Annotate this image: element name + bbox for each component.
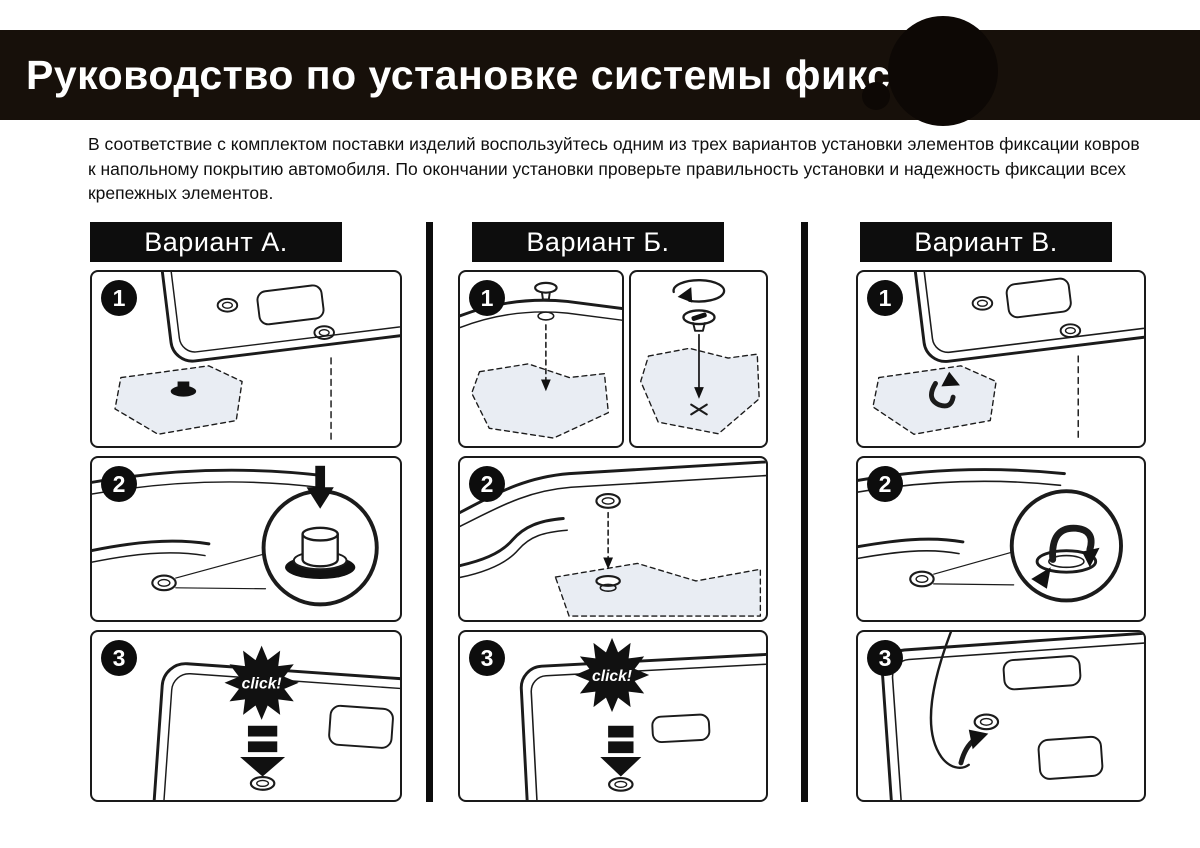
pin-fastener-icon <box>595 575 621 587</box>
hook-icon <box>1049 524 1095 563</box>
click-starburst <box>224 645 299 720</box>
press-arrow-icon <box>315 465 326 490</box>
variant-v-step-3-panel: 3 <box>856 630 1146 802</box>
press-arrow-icon <box>608 725 634 738</box>
magnifier-circle <box>1009 489 1123 603</box>
click-label: click! <box>242 676 282 693</box>
hook-arrow-icon <box>1031 567 1051 589</box>
step-number-badge: 3 <box>469 640 505 676</box>
step-number-badge: 3 <box>101 640 137 676</box>
rotation-arrow-icon <box>672 279 726 303</box>
step-number: 3 <box>112 644 126 671</box>
decorative-circle <box>888 16 998 126</box>
mat-eyelet <box>249 775 276 791</box>
variant-b-step-1-left-panel: 1 <box>458 270 624 448</box>
step-number: 1 <box>112 284 126 311</box>
step-number-badge: 1 <box>867 280 903 316</box>
mat-hole <box>537 311 555 321</box>
page-title: Руководство по установке системы фиксаци… <box>26 52 992 98</box>
x-mark-icon <box>690 403 708 416</box>
intro-text: В соответствие с комплектом поставки изд… <box>88 134 1140 203</box>
mat-eyelet <box>151 574 177 592</box>
step-number: 2 <box>480 470 494 497</box>
variant-v-label: Вариант В. <box>914 226 1058 257</box>
mat-eyelet <box>973 713 1000 731</box>
step-number-badge: 3 <box>867 640 903 676</box>
click-lock-illustration: click! <box>519 637 766 800</box>
mat-eyelet <box>1059 323 1082 338</box>
variant-a-step-1-panel: 1 <box>90 270 402 448</box>
step-number: 3 <box>480 644 494 671</box>
variant-b-step-3-panel: 3 click! <box>458 630 768 802</box>
mat-eyelet <box>608 776 634 792</box>
step-number: 2 <box>878 470 892 497</box>
variant-b-step-1-right-panel <box>629 270 768 448</box>
variant-v-step-1-panel: 1 <box>856 270 1146 448</box>
column-divider <box>801 222 808 802</box>
step-number-badge: 1 <box>101 280 137 316</box>
step-number-badge: 2 <box>867 466 903 502</box>
variant-b-step-2-panel: 2 <box>458 456 768 622</box>
click-lock-illustration: click! <box>151 645 400 800</box>
click-label: click! <box>592 668 632 685</box>
pin-insert-illustration <box>460 281 622 439</box>
step-number: 2 <box>112 470 126 497</box>
step-number-badge: 2 <box>469 466 505 502</box>
mat-edge <box>460 298 622 318</box>
floor-mat <box>154 272 400 363</box>
pin-fastener-icon <box>534 281 558 294</box>
mat-eyelet <box>595 493 621 509</box>
mat-over-hook-illustration <box>872 272 1144 441</box>
align-eyelet-illustration <box>460 460 766 617</box>
screw-rotation-illustration <box>640 279 760 435</box>
mat-eyelet <box>216 297 239 313</box>
strap-wire <box>929 632 970 769</box>
carpet-patch <box>554 562 762 617</box>
carpet-patch <box>471 363 610 439</box>
press-arrow-icon <box>247 725 278 737</box>
variant-a-step-3-panel: 3 click! <box>90 630 402 802</box>
mat-eyelet <box>313 325 335 340</box>
hook-detail-illustration <box>858 468 1123 603</box>
fastener-detail-illustration <box>92 465 379 607</box>
decorative-dot <box>862 82 890 110</box>
mat-eyelet <box>909 570 935 588</box>
floor-mat <box>151 662 400 800</box>
step-number-badge: 1 <box>469 280 505 316</box>
column-divider <box>426 222 433 802</box>
variant-b-label: Вариант Б. <box>526 226 670 257</box>
carpet-patch <box>114 365 243 435</box>
variant-b-header: Вариант Б. <box>472 222 724 262</box>
step-number: 1 <box>480 284 494 311</box>
click-starburst <box>574 637 650 713</box>
fastener-base-icon <box>170 385 197 397</box>
mat-over-carpet-illustration <box>114 272 400 441</box>
step-number: 1 <box>878 284 892 311</box>
floor-mat <box>881 632 1144 800</box>
floor-mat <box>519 651 766 800</box>
floor-mat <box>908 272 1144 363</box>
strap-hook-illustration <box>881 632 1144 800</box>
variant-a-label: Вариант А. <box>144 226 288 257</box>
step-number-badge: 2 <box>101 466 137 502</box>
variant-a-step-2-panel: 2 <box>90 456 402 622</box>
mat-edge <box>460 460 766 515</box>
hook-icon <box>929 380 956 409</box>
step-number: 3 <box>878 644 892 671</box>
mat-eyelet <box>971 295 994 311</box>
variant-v-header: Вариант В. <box>860 222 1112 262</box>
header-bar: Руководство по установке системы фиксаци… <box>0 30 1200 120</box>
variant-a-header: Вариант А. <box>90 222 342 262</box>
variant-v-step-2-panel: 2 <box>856 456 1146 622</box>
